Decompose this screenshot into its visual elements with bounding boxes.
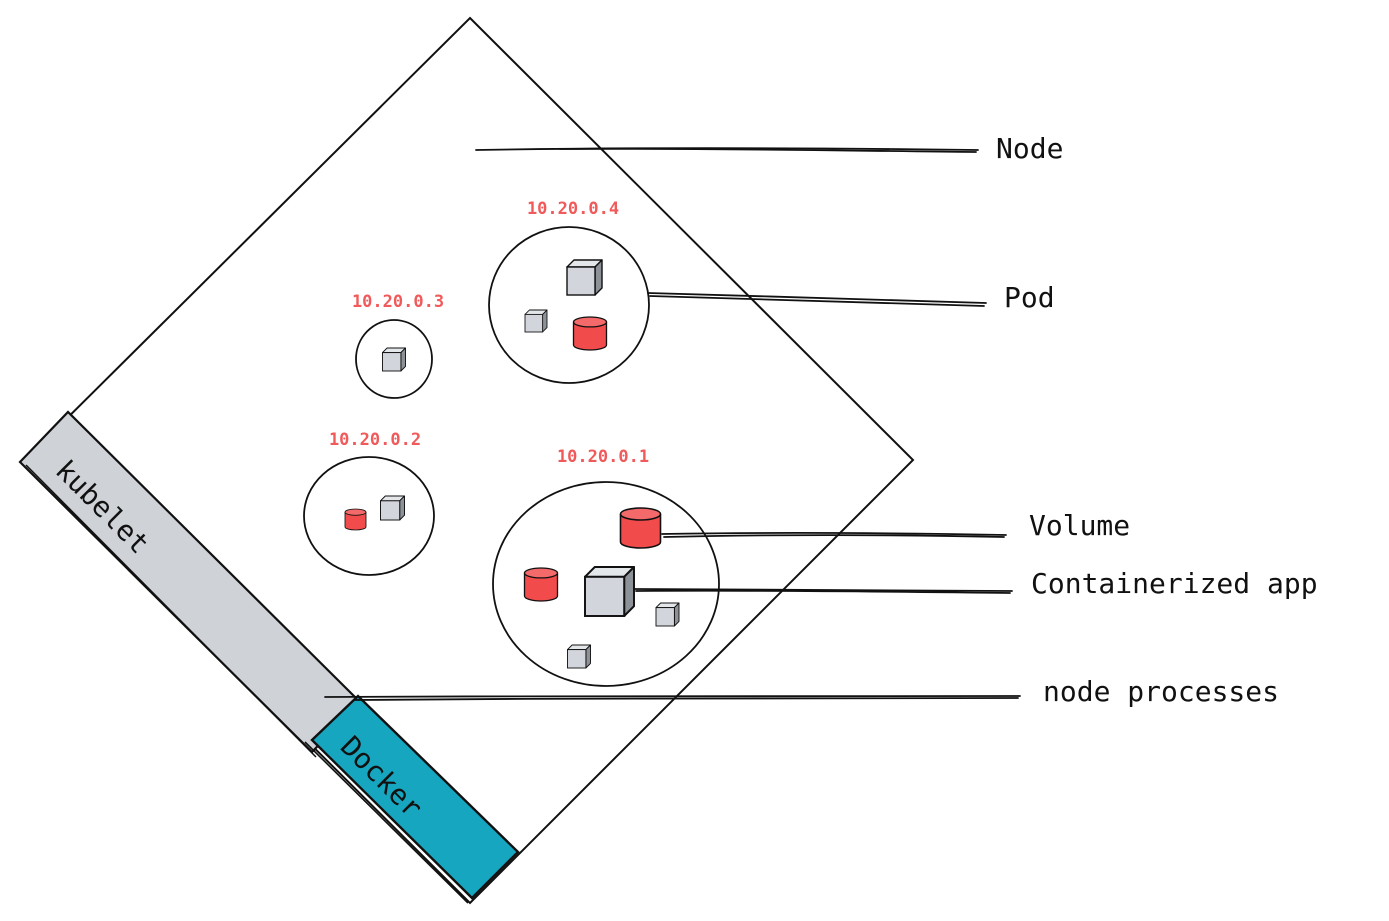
pod-label: Pod — [1004, 281, 1055, 314]
volume-label: Volume — [1029, 509, 1130, 542]
leader-line-pod — [647, 292, 987, 307]
pod-4 — [488, 226, 650, 384]
volume-icon — [619, 507, 662, 549]
node-label: Node — [996, 132, 1063, 165]
container-icon — [380, 495, 405, 521]
pod-ip-label: 10.20.0.2 — [329, 430, 421, 450]
leader-line-volume — [661, 532, 1007, 538]
pod-1 — [492, 481, 720, 687]
volume-icon — [344, 508, 367, 531]
container-icon — [524, 309, 548, 333]
volume-icon — [523, 567, 559, 602]
node-diamond — [23, 16, 915, 905]
container-icon — [566, 644, 592, 669]
pod-3 — [355, 319, 433, 399]
container-icon — [655, 602, 680, 627]
node-processes-label: node processes — [1043, 675, 1279, 708]
pod-ip-label: 10.20.0.1 — [557, 447, 649, 467]
leader-line-node-processes — [324, 694, 1021, 701]
containerized-app-label: Containerized app — [1031, 567, 1318, 600]
docker-bar — [304, 694, 520, 904]
pod-ip-label: 10.20.0.4 — [527, 199, 619, 219]
pod-2 — [303, 456, 435, 576]
container-icon — [566, 259, 603, 296]
container-icon — [381, 347, 407, 372]
pod-ip-label: 10.20.0.3 — [352, 292, 444, 312]
volume-icon — [572, 316, 608, 351]
leader-line-node — [475, 147, 979, 153]
leader-line-containerized-app — [633, 588, 1013, 594]
container-icon — [583, 565, 636, 618]
